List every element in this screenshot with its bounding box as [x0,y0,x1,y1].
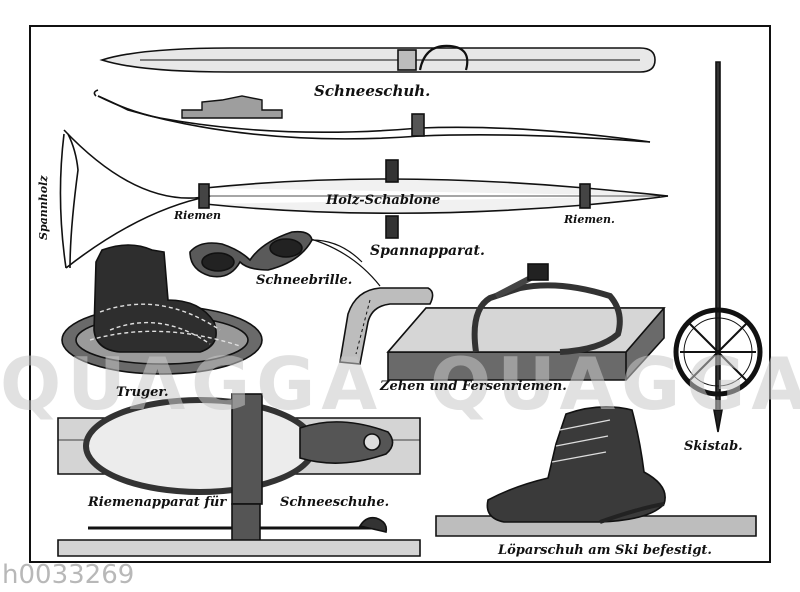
binding-side-rod [57,503,421,557]
plate-frame [29,25,771,563]
heel-toe-binding [386,263,666,381]
curved-ski [93,89,651,143]
label-riemen-right: Riemen. [564,213,615,226]
label-schneebrille: Schneebrille. [256,273,353,288]
watermark-right: QUAGGA [430,342,800,426]
snow-goggles [189,230,363,278]
ski-illustration [99,44,656,73]
toe-strap [339,287,434,365]
label-schneeschuh: Schneeschuh. [314,82,431,100]
ski-pole [673,61,763,433]
loparschuh-boot [435,406,757,537]
label-holz-schablone: Holz-Schablone [326,193,441,208]
strap-apparatus-ski [57,393,421,505]
label-riemenapparat: Riemenapparat für [88,495,227,510]
label-skistab: Skistab. [684,439,743,454]
label-spannholz: Spannholz [37,175,50,240]
watermark-left: QUAGGA [0,342,384,426]
image-code: h0033269 [2,560,135,590]
truger-snowshoe [61,244,263,375]
label-schneeschuhe: Schneeschuhe. [280,495,390,510]
label-truger: Truger. [116,385,169,400]
label-spannapparat: Spannapparat. [370,243,485,259]
wood-template-block [181,95,283,119]
spannapparat-frame [59,129,669,287]
label-zehen-fersenriemen: Zehen und Fersenriemen. [380,379,567,394]
label-riemen-left: Riemen [174,209,221,222]
label-loparschuh: Löparschuh am Ski befestigt. [498,543,712,558]
